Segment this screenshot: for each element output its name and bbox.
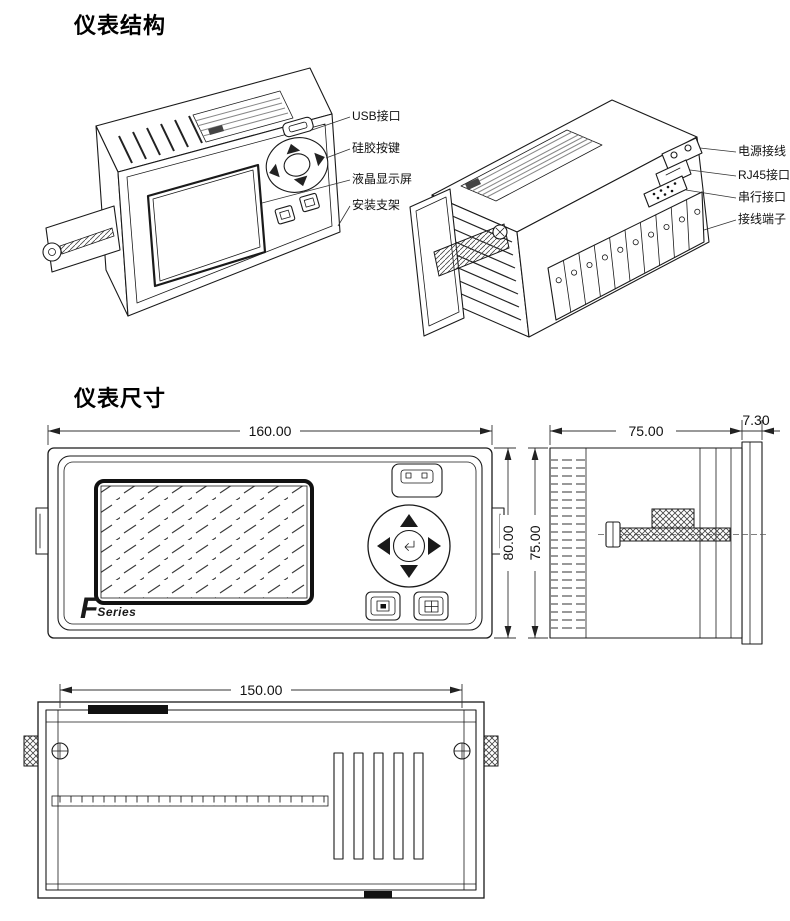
left-key-icon — [269, 163, 280, 178]
structure-section-title: 仪表结构 — [74, 13, 167, 38]
dimensions-section-title: 仪表尺寸 — [74, 386, 167, 411]
right-key-icon — [314, 152, 325, 167]
top-label-plate — [192, 90, 294, 143]
front-height-dim-label: 80.00 — [500, 515, 516, 571]
rear-isometric-view — [409, 99, 710, 338]
function-buttons — [274, 192, 320, 225]
side-height-dim-label: 75.00 — [527, 515, 543, 571]
callout-leader-lines — [261, 116, 737, 231]
label-recess — [88, 705, 168, 714]
function-button-left — [365, 591, 401, 621]
front-bezel-line — [126, 123, 333, 304]
top-vent-slots — [118, 115, 203, 164]
left-key-icon — [377, 537, 390, 555]
clamp-screw — [598, 508, 768, 548]
right-screw — [453, 742, 471, 760]
silicone-key-pad — [265, 137, 329, 193]
up-key-icon — [400, 514, 418, 527]
brand-logo: F Series — [80, 592, 137, 625]
enter-icon — [404, 540, 415, 551]
usb-port — [391, 463, 443, 498]
callout-power-wiring: 电源接线 — [738, 144, 787, 158]
lcd-display — [146, 163, 267, 288]
serial-port — [643, 175, 688, 208]
vent-rows — [551, 454, 585, 634]
panel-flange — [741, 441, 763, 645]
mounting-bracket — [433, 223, 510, 277]
down-key-icon — [293, 175, 308, 187]
mounting-bracket — [42, 205, 121, 273]
lcd-display — [94, 479, 314, 605]
front-dimension-view — [35, 425, 516, 639]
left-screw — [51, 742, 69, 760]
rj45-jack — [655, 159, 692, 189]
function-button-right — [413, 591, 449, 621]
side-depth-dim-label: 75.00 — [616, 423, 676, 439]
right-key-icon — [428, 537, 441, 555]
terminal-strip — [547, 191, 705, 321]
navigation-pad — [367, 504, 451, 588]
logo-mark — [208, 125, 224, 135]
left-clamp-knob — [23, 735, 39, 767]
vent-tick-band — [51, 795, 329, 807]
bottom-vent-slots — [333, 752, 424, 860]
usb-slot — [282, 116, 314, 138]
power-terminal — [661, 137, 703, 170]
front-isometric-view — [42, 67, 341, 317]
flange-dimension — [742, 420, 780, 440]
left-mounting-tab — [35, 507, 49, 555]
wiring-label-plate — [460, 129, 603, 202]
callout-mounting-bracket: 安装支架 — [352, 198, 401, 212]
side-flange-dim-label: 7.30 — [742, 412, 770, 428]
callout-usb-port: USB接口 — [352, 109, 401, 123]
bottom-width-dim-label: 150.00 — [231, 682, 291, 698]
front-width-dim-label: 160.00 — [240, 423, 300, 439]
bottom-dimension-view — [23, 684, 499, 899]
callout-terminal-block: 接线端子 — [738, 212, 787, 226]
brand-letter: F — [80, 592, 99, 625]
callout-rj45-port: RJ45接口 — [738, 168, 790, 182]
connector-tab — [364, 891, 392, 898]
callout-silicone-keys: 硅胶按键 — [352, 141, 401, 155]
callout-lcd-display: 液晶显示屏 — [352, 172, 413, 186]
callout-serial-port: 串行接口 — [738, 190, 787, 204]
brand-series-text: Series — [97, 605, 137, 619]
right-clamp-knob — [483, 735, 499, 767]
down-key-icon — [400, 565, 418, 578]
logo-mark — [465, 178, 481, 190]
side-dimension-view — [528, 420, 780, 645]
up-key-icon — [286, 143, 301, 155]
